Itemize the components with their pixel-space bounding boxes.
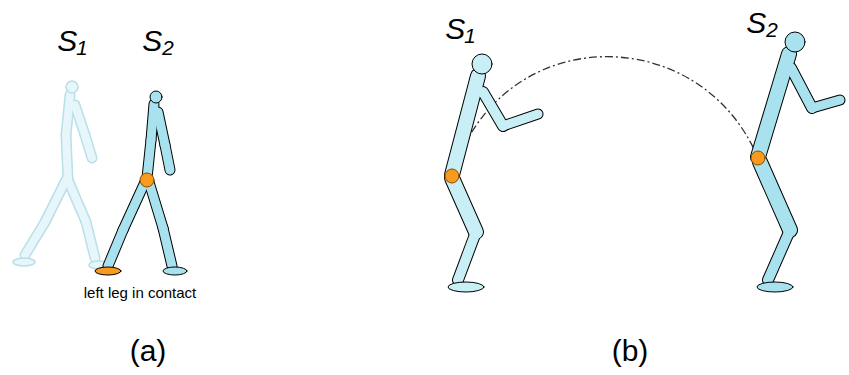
stick-figure-part (452, 76, 538, 280)
contact-note: left leg in contact (84, 285, 197, 302)
stick-figure-part (448, 282, 484, 292)
stick-figure-part (757, 282, 793, 292)
stick-figure-part-part (452, 178, 476, 232)
faded-stick-figure-part-part (75, 105, 85, 135)
faded-stick-figure-part (13, 258, 35, 266)
stick-figure-part (108, 104, 172, 266)
stick-figure-part-part (158, 112, 165, 145)
stick-figure-part-part (458, 232, 476, 280)
faded-stick-figure-part-part (45, 180, 66, 222)
stick-figure (445, 54, 538, 292)
stick-figure-part-part (151, 104, 154, 140)
stick-figure-part-part (791, 68, 812, 108)
stick-figure-part-part (452, 76, 478, 175)
stick-figure-part (163, 267, 187, 275)
faded-stick-figure-part-part (86, 222, 95, 258)
stick-figure-part-part (768, 230, 790, 280)
faded-stick-figure-part-part (68, 180, 86, 222)
stick-figure-part-part (147, 140, 151, 178)
stick-figure (751, 32, 840, 292)
stick-figure-part-part (149, 182, 163, 228)
faded-stick-figure-part-part (66, 135, 68, 180)
stick-figure-part-part (503, 114, 538, 126)
stick-figure-part-part (151, 104, 154, 140)
stick-figure-part-part (123, 182, 145, 230)
stick-figure-part-part (760, 162, 790, 230)
faded-stick-figure-part (66, 81, 78, 93)
stick-figure-part (751, 151, 765, 165)
faded-stick-figure-part (25, 95, 95, 258)
stick-figure-part-part (483, 92, 503, 126)
stick-figure-part (758, 54, 840, 280)
panel-label: (a) (130, 334, 167, 367)
faded-stick-figure-part-part (25, 222, 45, 255)
stick-figure-part (150, 91, 162, 103)
jump-trajectory (452, 57, 758, 176)
stick-figure-part-part (768, 230, 790, 280)
stick-figure-part-part (163, 228, 172, 266)
stick-figure-part-part (458, 232, 476, 280)
stick-figure-part-part (758, 54, 789, 157)
faded-stick-figure-part-part (68, 180, 86, 222)
stick-figure-part (452, 76, 538, 280)
stick-figure-part (758, 54, 840, 280)
stick-figure-part-part (163, 228, 172, 266)
figure-label: S₁ (445, 12, 474, 45)
figure-label: S₂ (746, 6, 777, 39)
stick-figure-part-part (812, 100, 840, 108)
stick-figure-part-part (452, 178, 476, 232)
stick-figure-part (140, 173, 154, 187)
faded-stick-figure-part-part (85, 135, 92, 158)
stick-figure-part (472, 54, 492, 74)
stick-figure-part (108, 104, 172, 266)
stick-figure-part-part (812, 100, 840, 108)
stick-figure-part-part (108, 230, 123, 266)
faded-stick-figure-part-part (25, 222, 45, 255)
faded-stick-figure-part-part (45, 180, 66, 222)
faded-stick-figure-part-part (66, 95, 70, 135)
stick-figure-part (785, 32, 805, 52)
faded-stick-figure-part-part (85, 135, 92, 158)
stick-figure-part-part (123, 182, 145, 230)
faded-stick-figure-part-part (75, 105, 85, 135)
stick-figure (95, 91, 187, 275)
figure-label: S₂ (142, 24, 173, 57)
stick-figure-part-part (758, 54, 789, 157)
faded-stick-figure-part-part (66, 95, 70, 135)
stick-figure-part-part (165, 145, 170, 170)
faded-stick-figure-part (25, 95, 95, 258)
stick-figure-part (445, 169, 459, 183)
stick-figure-part-part (503, 114, 538, 126)
stick-figure-part-part (147, 140, 151, 178)
faded-stick-figure (13, 81, 109, 269)
faded-stick-figure-part-part (86, 222, 95, 258)
stick-figure-part-part (149, 182, 163, 228)
panel-label: (b) (612, 334, 649, 367)
stick-figure-part-part (791, 68, 812, 108)
stick-figure-part-part (165, 145, 170, 170)
faded-stick-figure-part-part (66, 135, 68, 180)
figure-label: S₁ (57, 24, 86, 57)
stick-figure-part-part (452, 76, 478, 175)
stick-figure-part-part (760, 162, 790, 230)
stick-figure-part-part (483, 92, 503, 126)
stick-figure-part (95, 267, 121, 275)
stick-figure-part-part (108, 230, 123, 266)
stick-figure-part-part (158, 112, 165, 145)
